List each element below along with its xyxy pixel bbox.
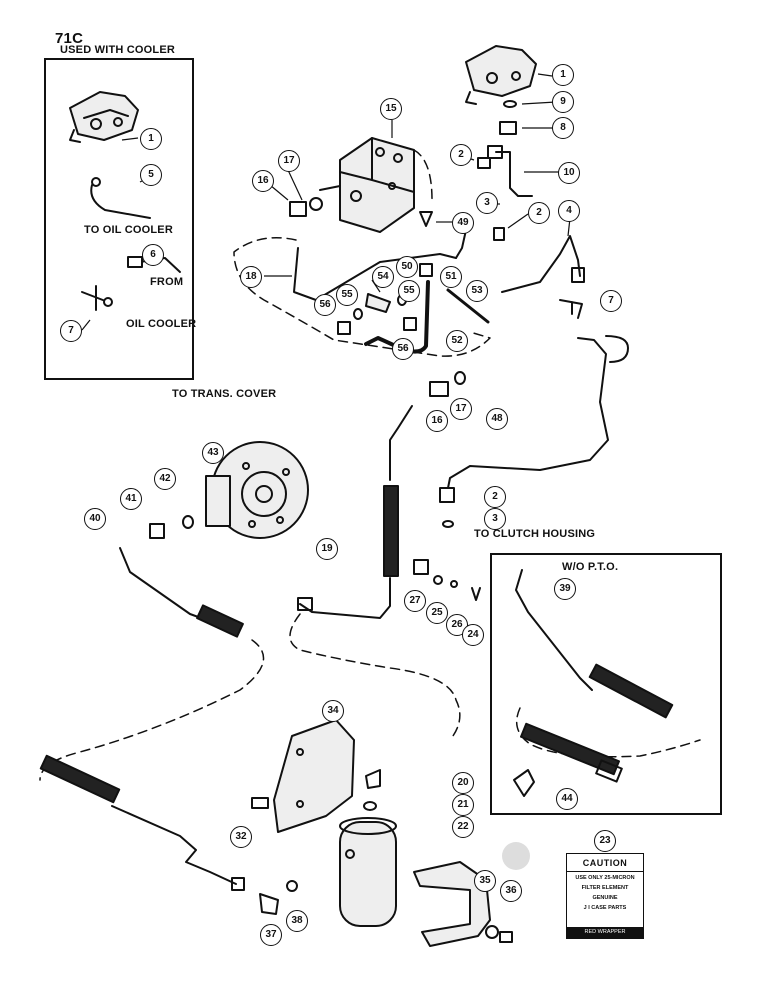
callout: 10 (558, 162, 580, 184)
callout: 21 (452, 794, 474, 816)
filter-bracket (273, 719, 355, 833)
callout: 3 (476, 192, 498, 214)
callout: 7 (60, 320, 82, 342)
callout: 2 (484, 486, 506, 508)
to-oil-cooler-label: TO OIL COOLER (84, 224, 173, 236)
callout: 22 (452, 816, 474, 838)
caution-line: GENUINE (592, 895, 618, 901)
filter-canister (339, 817, 397, 927)
callout: 15 (380, 98, 402, 120)
used-with-cooler-title: USED WITH COOLER (60, 44, 176, 56)
callout: 23 (594, 830, 616, 852)
callout: 1 (140, 128, 162, 150)
callout: 51 (440, 266, 462, 288)
callout: 7 (600, 290, 622, 312)
callout: 43 (202, 442, 224, 464)
clip-44 (513, 769, 535, 797)
callout: 48 (486, 408, 508, 430)
hydraulic-pump (205, 441, 309, 539)
callout: 16 (426, 410, 448, 432)
callout: 24 (462, 624, 484, 646)
wo-pto-label: W/O P.T.O. (562, 561, 619, 573)
callout: 55 (336, 284, 358, 306)
caution-line: J I CASE PARTS (583, 905, 627, 911)
control-valve-top (465, 45, 537, 105)
callout: 19 (316, 538, 338, 560)
callout: 17 (450, 398, 472, 420)
oil-cooler-label: OIL COOLER (126, 318, 197, 330)
callout: 3 (484, 508, 506, 530)
callout: 2 (450, 144, 472, 166)
wo-pto-inset-box (490, 553, 722, 815)
callout: 34 (322, 700, 344, 722)
callout: 32 (230, 826, 252, 848)
to-trans-cover-label: TO TRANS. COVER (172, 388, 277, 400)
hose-19-top (389, 405, 413, 481)
callout: 35 (474, 870, 496, 892)
pipe-to-oil-cooler (90, 184, 151, 219)
main-valve-body (339, 137, 415, 233)
caution-card: CAUTION USE ONLY 25-MICRON FILTER ELEMEN… (566, 853, 644, 939)
pipe-40 (119, 547, 213, 623)
callout: 50 (396, 256, 418, 278)
callout: 6 (142, 244, 164, 266)
callout: 1 (552, 64, 574, 86)
caution-line: USE ONLY 25-MICRON (575, 875, 635, 881)
from-label: FROM (150, 276, 184, 288)
callout: 56 (314, 294, 336, 316)
callout: 55 (398, 280, 420, 302)
callout: 2 (528, 202, 550, 224)
callout: 16 (252, 170, 274, 192)
callout: 42 (154, 468, 176, 490)
callout: 8 (552, 117, 574, 139)
caution-line: FILTER ELEMENT (581, 885, 629, 891)
pipe-18 (293, 247, 457, 301)
callout: 38 (286, 910, 308, 932)
control-valve-inset-part (69, 91, 139, 143)
callout: 41 (120, 488, 142, 510)
pipe-4 (501, 235, 581, 293)
callout: 36 (500, 880, 522, 902)
page-id: 71C (55, 30, 84, 47)
to-clutch-housing-label: TO CLUTCH HOUSING (474, 528, 596, 540)
callout: 44 (556, 788, 578, 810)
callout: 18 (240, 266, 262, 288)
caution-title: CAUTION (582, 858, 628, 868)
callout: 9 (552, 91, 574, 113)
callout: 20 (452, 772, 474, 794)
callout: 52 (446, 330, 468, 352)
callout: 5 (140, 164, 162, 186)
callout: 40 (84, 508, 106, 530)
pipe-39 (515, 569, 593, 691)
caution-footer: RED WRAPPER (567, 927, 643, 938)
callout: 56 (392, 338, 414, 360)
callout: 25 (426, 602, 448, 624)
callout: 27 (404, 590, 426, 612)
cooler-inset-box (44, 58, 194, 380)
elbow-pipe-10 (495, 151, 533, 197)
tee-fitting-inset (81, 285, 113, 311)
pipe-48 (447, 337, 609, 489)
callout: 39 (554, 578, 576, 600)
callout: 54 (372, 266, 394, 288)
callout: 17 (278, 150, 300, 172)
callout: 4 (558, 200, 580, 222)
rod-53 (446, 288, 490, 324)
callout: 37 (260, 924, 282, 946)
callout: 53 (466, 280, 488, 302)
callout: 49 (452, 212, 474, 234)
